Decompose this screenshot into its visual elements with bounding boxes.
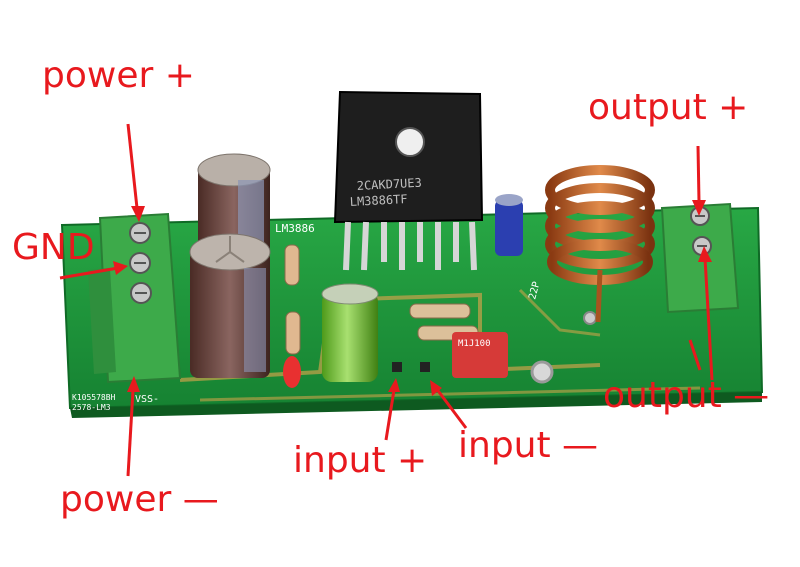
label-output-plus: output + (588, 87, 749, 128)
silk-bottom-2: 2578-LM3 (72, 403, 111, 412)
silk-bottom-1: K105578BH (72, 393, 116, 402)
annotation-arrows (59, 123, 714, 477)
label-input-minus: input — (458, 425, 599, 466)
label-output-minus: output — (603, 375, 770, 416)
label-input-plus: input + (293, 440, 428, 481)
power-terminal-block (88, 212, 182, 384)
silk-vss: VSS- (135, 394, 159, 405)
capacitor-red: M1J100 (452, 332, 508, 378)
capacitor-large-2 (189, 233, 271, 378)
label-power-plus: power + (42, 55, 195, 96)
label-gnd: GND (12, 227, 95, 268)
chip-marking-1: 2CAKD7UE3 (356, 176, 422, 193)
capacitor-blue (495, 194, 523, 256)
label-power-minus: power — (60, 479, 219, 520)
output-coil (545, 165, 655, 323)
silk-chip-model: LM3886 (275, 222, 315, 235)
cap-red-marking: M1J100 (458, 339, 491, 349)
capacitor-green (321, 283, 379, 382)
lm3886-chip: 2CAKD7UE3 LM3886TF (333, 90, 484, 271)
silk-22p: 22P (527, 280, 542, 300)
chip-marking-2: LM3886TF (349, 192, 407, 209)
